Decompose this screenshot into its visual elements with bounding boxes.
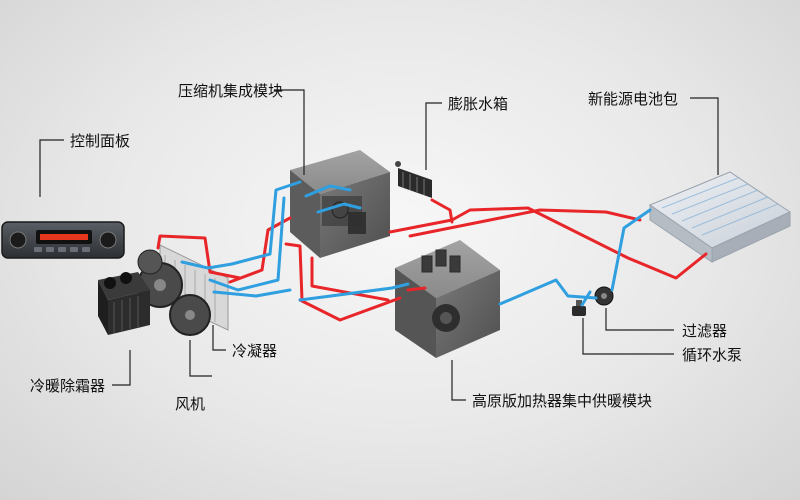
leader-filter [605,308,674,331]
label-defrost-unit: 冷暖除霜器 [30,377,106,395]
leader-compressor [274,89,305,175]
leader-expansion-tank [425,102,442,170]
label-heater: 高原版加热器集中供暖模块 [472,392,653,410]
cold-pipes [180,180,652,307]
label-fan: 风机 [175,395,206,413]
battery-pack [648,171,792,263]
label-filter: 过滤器 [682,322,728,340]
leader-fan [189,340,212,377]
control-panel-device [1,221,125,259]
leader-control-panel [39,139,64,197]
leader-heater [451,360,466,401]
label-pump: 循环水泵 [682,346,743,364]
label-compressor: 压缩机集成模块 [178,82,284,100]
leader-condenser [212,325,226,351]
hot-pipes [156,198,708,322]
defrost-unit [98,272,150,335]
leader-pump [582,318,674,355]
label-expansion-tank: 膨胀水箱 [448,95,509,113]
leader-battery-pack [690,97,719,175]
expansion-tank [395,161,432,198]
compressor-module-box [290,150,390,258]
heater-module-box [395,240,500,358]
circulation-pump [594,286,614,306]
label-control-panel: 控制面板 [70,132,131,150]
leader-defrost-unit [112,350,131,386]
filter-unit [572,300,586,316]
label-condenser: 冷凝器 [232,342,278,360]
label-battery-pack: 新能源电池包 [588,90,679,108]
leader-lines [39,89,719,401]
